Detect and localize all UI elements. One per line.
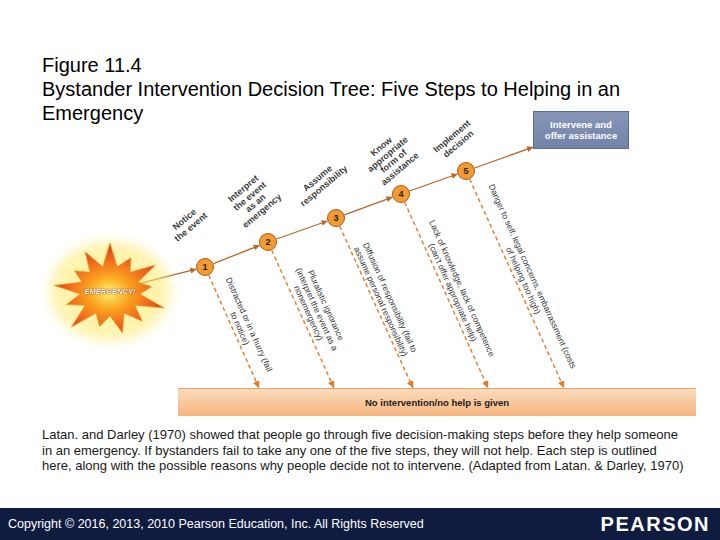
burst-label: EMERGENCY! <box>85 287 136 296</box>
reason-label: Danger to self, legal concerns, embarras… <box>476 182 578 377</box>
step-label: Assume responsibility <box>288 152 354 212</box>
emergency-burst: EMERGENCY! <box>52 243 168 339</box>
step-label: Interpret the event as an emergency <box>221 169 286 232</box>
step-circle: 3 <box>327 209 345 227</box>
failure-arrow <box>470 179 564 388</box>
step-label: Implement decision <box>428 115 482 165</box>
bar-label: No intervention/no help is given <box>365 397 509 408</box>
copyright-text: Copyright © 2016, 2013, 2010 Pearson Edu… <box>8 517 424 531</box>
figure-caption: Latan. and Darley (1970) showed that peo… <box>42 427 684 474</box>
burst-outline <box>54 243 164 333</box>
step-arrow <box>277 221 328 239</box>
step-circle: 5 <box>457 162 475 180</box>
callout-number: 5 <box>463 167 468 176</box>
step-arrow <box>213 245 259 263</box>
outcome-bar: No intervention/no help is given <box>178 388 696 416</box>
failure-arrow <box>272 250 334 388</box>
figure-number: Figure 11.4 <box>42 53 142 77</box>
footer-band: Copyright © 2016, 2013, 2010 Pearson Edu… <box>0 508 720 540</box>
publisher-logo: PEARSON <box>601 513 710 536</box>
step-label: Notice the event <box>166 202 211 244</box>
failure-arrow <box>340 226 413 388</box>
burst-glow <box>50 241 171 341</box>
failure-arrow <box>405 202 488 388</box>
box-label: Intervene and offer assistance <box>540 119 622 141</box>
reason-label: Diffusion of responsibility (fail to ass… <box>351 240 419 359</box>
step-arrow <box>410 174 458 191</box>
step-circle: 2 <box>259 233 277 251</box>
callout-number: 1 <box>202 263 207 272</box>
reason-label: Lack of knowledge, lack of competence (c… <box>414 210 500 371</box>
step-label: Know appropriate form of assistance <box>355 124 427 193</box>
failure-arrow <box>209 275 259 388</box>
figure-title: Bystander Intervention Decision Tree: Fi… <box>42 77 654 125</box>
reason-label: Distracted or in a hurry (fail to notice… <box>213 273 275 381</box>
callout-number: 4 <box>398 190 403 199</box>
reason-label: Pluralistic ignorance (interpret the eve… <box>282 256 351 364</box>
step-circle: 4 <box>392 185 410 203</box>
callout-number: 2 <box>265 238 270 247</box>
step-arrow <box>475 147 534 168</box>
outcome-box: Intervene and offer assistance <box>533 111 629 149</box>
callout-number: 3 <box>333 214 338 223</box>
step-circle: 1 <box>196 258 214 276</box>
step-arrow <box>344 197 392 215</box>
